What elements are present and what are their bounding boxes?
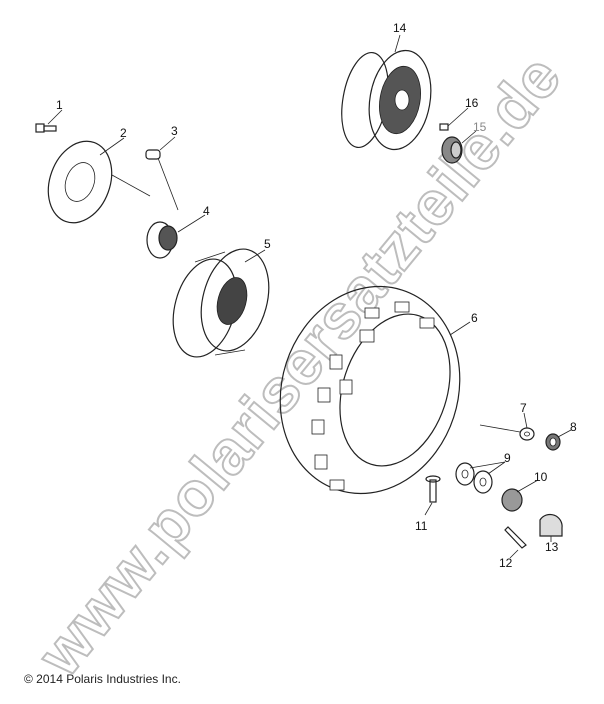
callout-15: 15	[473, 120, 487, 134]
callout-4: 4	[203, 204, 210, 218]
part-brake-disc-2	[47, 140, 151, 224]
callout-9: 9	[504, 451, 511, 465]
callout-11: 11	[415, 519, 428, 533]
part-bearing-15	[441, 136, 463, 164]
part-washers-9	[455, 461, 506, 494]
part-valve-16	[439, 107, 469, 131]
part-nut-8	[545, 429, 572, 451]
callout-13: 13	[545, 540, 559, 554]
part-pin-11	[424, 475, 441, 516]
callout-3: 3	[171, 124, 178, 138]
callout-8: 8	[570, 420, 577, 434]
callout-6: 6	[471, 311, 478, 325]
callout-12: 12	[499, 556, 513, 570]
part-cap-13	[539, 513, 563, 542]
callout-2: 2	[120, 126, 127, 140]
callout-labels: 1 2 3 4 5 6 7 8 9 10 11 12 13 14 15 16	[56, 21, 577, 570]
part-stud-3	[145, 149, 179, 211]
callout-7: 7	[520, 401, 527, 415]
copyright-text: © 2014 Polaris Industries Inc.	[24, 672, 181, 686]
part-wheel-rim-5	[172, 248, 270, 358]
callout-5: 5	[264, 237, 271, 251]
part-cotter-pin-12	[504, 526, 527, 559]
callout-16: 16	[465, 96, 479, 110]
part-tire-6	[279, 285, 461, 495]
callout-14: 14	[393, 21, 407, 35]
part-castle-nut-10	[501, 479, 539, 512]
leader-lines	[47, 34, 528, 429]
part-hub-4	[146, 221, 178, 259]
callout-1: 1	[56, 98, 63, 112]
callout-10: 10	[534, 470, 548, 484]
part-wheel-14	[341, 49, 432, 151]
part-bolt-1	[35, 123, 57, 133]
part-washer-7	[479, 424, 535, 441]
